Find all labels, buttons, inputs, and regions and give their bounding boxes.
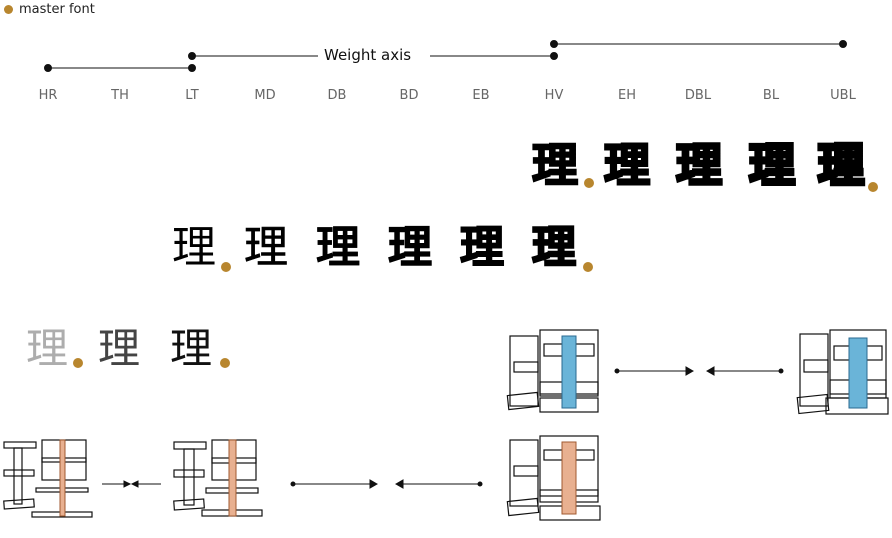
highlight-stem-blue-1 [561, 335, 577, 409]
master-dot-ubl [868, 182, 878, 192]
glyph-lt-2: 理 [170, 324, 213, 373]
glyph-th: 理 [98, 324, 141, 373]
tick-label-eb: EB [472, 88, 490, 103]
tick-label-hv: HV [544, 88, 564, 103]
glyph-bl: 理 [747, 138, 797, 192]
glyph-bd: 理 [388, 222, 433, 273]
glyph-lt: 理 [172, 222, 216, 273]
master-dot-hv [584, 178, 594, 188]
outline-glyph-light-1 [3, 439, 93, 518]
outline-glyph-mid [506, 435, 601, 521]
glyph-db: 理 [316, 222, 360, 273]
master-dot-lt [221, 262, 231, 272]
tick-label-bl: BL [762, 88, 780, 103]
glyph-dbl: 理 [675, 138, 724, 192]
highlight-stem-orange-1 [59, 439, 66, 517]
glyph-eb: 理 [459, 222, 505, 273]
highlight-stem-orange-2 [228, 439, 237, 517]
glyph-eh: 理 [603, 138, 652, 192]
highlight-stem-orange-3 [561, 441, 577, 515]
tick-label-lt: LT [185, 88, 199, 103]
tick-label-ubl: UBL [830, 88, 856, 103]
master-dot-hr [73, 358, 83, 368]
master-dot-hv-2 [583, 262, 593, 272]
range-bar-hr-lt [44, 64, 196, 72]
tick-label-db: DB [327, 88, 347, 103]
interp-arrows-left [102, 479, 483, 489]
tick-label-md: MD [254, 88, 276, 103]
outline-glyph-light-2 [173, 439, 263, 517]
axis-title: Weight axis [318, 46, 418, 64]
range-bar-lt-hv [188, 52, 558, 60]
highlight-stem-blue-2 [848, 337, 868, 409]
glyph-hr: 理 [26, 324, 69, 373]
glyph-ubl: 理 [816, 138, 866, 192]
outline-glyph-heavy-2 [796, 329, 889, 415]
legend-dot-icon [4, 5, 13, 14]
legend: master font [4, 2, 95, 17]
outline-glyph-heavy-1 [506, 329, 599, 413]
legend-label: master font [19, 2, 95, 17]
tick-label-eh: EH [618, 88, 636, 103]
glyph-md: 理 [244, 222, 289, 273]
tick-label-bd: BD [399, 88, 419, 103]
tick-label-dbl: DBL [684, 88, 712, 103]
glyph-hv: 理 [531, 138, 579, 192]
interp-arrows-right [614, 366, 784, 376]
range-bar-hv-ubl [550, 40, 847, 48]
glyph-hv-2: 理 [531, 222, 577, 273]
tick-label-hr: HR [38, 88, 58, 103]
tick-label-th: TH [111, 88, 129, 103]
master-dot-lt-2 [220, 358, 230, 368]
